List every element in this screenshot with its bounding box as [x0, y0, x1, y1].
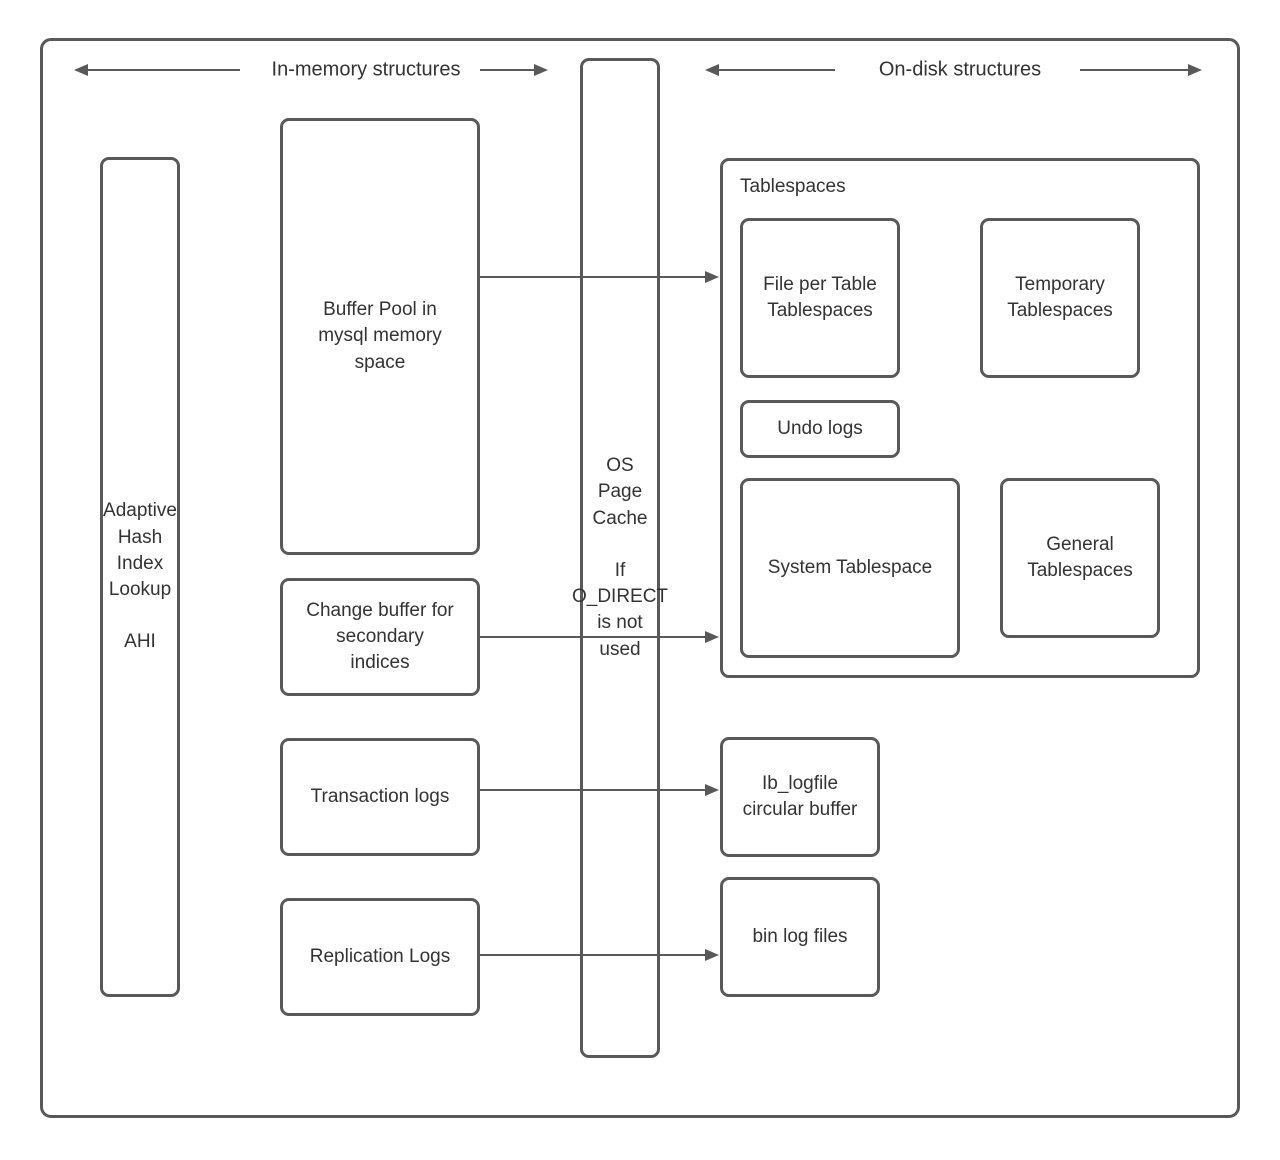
arrow-buffer-pool-to-tablespaces-line [480, 276, 706, 278]
replication-logs-node: Replication Logs [280, 898, 480, 1016]
arrow-replication-logs-to-bin-log-line [480, 954, 706, 956]
os-page-cache-node: OS Page Cache If O_DIRECT is not used [572, 58, 668, 1058]
arrow-transaction-logs-to-ib-logfile-line [480, 789, 706, 791]
temporary-tablespaces-node: Temporary Tablespaces [980, 218, 1140, 378]
ib-logfile-node: Ib_logfile circular buffer [720, 737, 880, 857]
on-disk-header-label: On-disk structures [878, 58, 1042, 81]
on-disk-right-arrow-line [1080, 69, 1189, 71]
change-buffer-node: Change buffer for secondary indices [280, 578, 480, 696]
tablespaces-container-label: Tablespaces [740, 176, 846, 197]
on-disk-left-arrow-line [718, 69, 835, 71]
in-memory-right-arrowhead-icon [534, 64, 548, 76]
in-memory-right-arrow-line [480, 69, 535, 71]
arrow-change-buffer-to-tablespaces-line [480, 636, 706, 638]
arrow-replication-logs-to-bin-log-head-icon [705, 949, 719, 961]
on-disk-right-arrowhead-icon [1188, 64, 1202, 76]
on-disk-left-arrowhead-icon [705, 64, 719, 76]
file-per-table-tablespaces-node: File per Table Tablespaces [740, 218, 900, 378]
in-memory-left-arrowhead-icon [74, 64, 88, 76]
system-tablespace-node: System Tablespace [740, 478, 960, 658]
transaction-logs-node: Transaction logs [280, 738, 480, 856]
bin-log-files-node: bin log files [720, 877, 880, 997]
arrow-transaction-logs-to-ib-logfile-head-icon [705, 784, 719, 796]
in-memory-header-label: In-memory structures [271, 58, 461, 81]
undo-logs-node: Undo logs [740, 400, 900, 458]
buffer-pool-node: Buffer Pool in mysql memory space [280, 118, 480, 555]
general-tablespaces-node: General Tablespaces [1000, 478, 1160, 638]
arrow-change-buffer-to-tablespaces-head-icon [705, 631, 719, 643]
in-memory-left-arrow-line [87, 69, 240, 71]
adaptive-hash-index-node: Adaptive Hash Index Lookup AHI [100, 157, 180, 997]
arrow-buffer-pool-to-tablespaces-head-icon [705, 271, 719, 283]
